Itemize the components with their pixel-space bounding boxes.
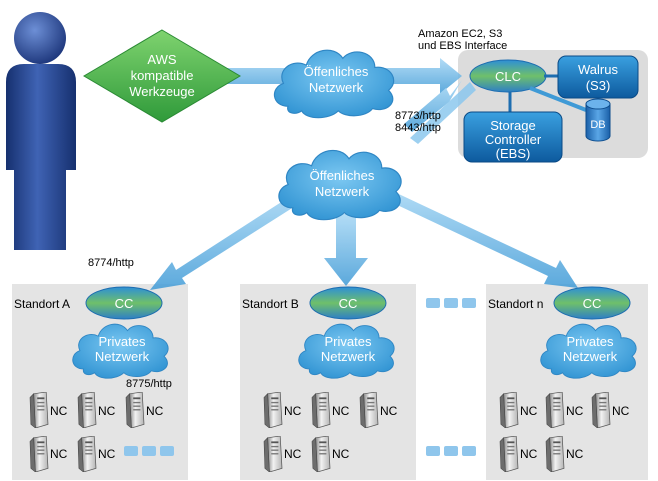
arrow-clc-shaft [410, 82, 476, 144]
site-b-label: Standort B [242, 297, 299, 311]
site-separator-dots-top [426, 298, 476, 308]
aws-tools-line3: Werkzeuge [129, 84, 195, 99]
interface-label-line2: und EBS Interface [418, 40, 507, 52]
nc-label: NC [332, 404, 350, 418]
arrow-clc-to-public-network [404, 80, 462, 132]
nc-label: NC [50, 447, 68, 461]
aws-tools-line2: kompatible [131, 68, 194, 83]
site-a-private-2: Netzwerk [95, 349, 150, 364]
ellipsis-dot [160, 446, 174, 456]
storage-line3: (EBS) [496, 146, 531, 161]
site-b-cc: CC [339, 296, 358, 311]
nc-label: NC [566, 447, 584, 461]
clc-label: CLC [495, 69, 521, 84]
storage-controller-node: Storage Controller (EBS) [463, 111, 563, 163]
nc-label: NC [612, 404, 630, 418]
clc-db-link [529, 86, 587, 112]
public-network-top: Öffenliches Netzwerk [273, 49, 395, 119]
site-n-private-1: Privates [567, 334, 614, 349]
ellipsis-dot [124, 446, 138, 456]
nc-label: NC [520, 447, 538, 461]
arrows [150, 58, 578, 290]
site-separator-dots-bottom [426, 446, 476, 456]
port-clc-1: 8773/http [395, 110, 441, 122]
aws-tools-line1: AWS [147, 52, 176, 67]
nc-label: NC [50, 404, 68, 418]
site-a: Standort A CC Privates Netzwerk NC NC NC… [14, 286, 174, 472]
nc-label: NC [284, 447, 302, 461]
nc-label: NC [520, 404, 538, 418]
site-a-private-1: Privates [99, 334, 146, 349]
arrow-to-site-n [378, 188, 578, 288]
clc-node: CLC [469, 59, 547, 93]
public-network-mid-line2: Netzwerk [315, 184, 370, 199]
port-cc: 8774/http [88, 257, 134, 269]
site-n-private-2: Netzwerk [563, 349, 618, 364]
arrow-to-site-b [324, 214, 368, 286]
site-b: Standort B CC Privates Netzwerk NC NC NC… [242, 286, 398, 472]
site-a-cc: CC [115, 296, 134, 311]
walrus-line2: (S3) [586, 78, 611, 93]
site-n-nc-row-2: NC NC [499, 436, 584, 472]
site-n-label: Standort n [488, 297, 543, 311]
public-network-top-line1: Öffenliches [304, 64, 369, 79]
nc-label: NC [380, 404, 398, 418]
site-a-nc-row-2: NC NC [29, 436, 174, 472]
walrus-line1: Walrus [578, 62, 618, 77]
db-icon: DB [585, 98, 611, 142]
arrow-to-site-a [150, 190, 308, 290]
ellipsis-dot [142, 446, 156, 456]
aws-tools-node: AWS kompatible Werkzeuge [83, 29, 241, 123]
public-network-mid: Öffenliches Netzwerk [278, 149, 402, 221]
nc-label: NC [566, 404, 584, 418]
nc-label: NC [146, 404, 164, 418]
site-a-nc-row-1: NC NC NC [29, 392, 164, 428]
public-network-mid-line1: Öffenliches [310, 168, 375, 183]
db-label: DB [590, 119, 605, 131]
public-network-top-line2: Netzwerk [309, 80, 364, 95]
site-a-label: Standort A [14, 297, 70, 311]
site-n-nc-row-1: NC NC NC [499, 392, 630, 428]
user-icon [6, 12, 76, 250]
port-clc-2: 8443/http [395, 122, 441, 134]
nc-label: NC [332, 447, 350, 461]
site-b-private-1: Privates [325, 334, 372, 349]
site-b-nc-row-2: NC NC [263, 436, 350, 472]
nc-label: NC [284, 404, 302, 418]
site-n-cc: CC [583, 296, 602, 311]
nc-label: NC [98, 404, 116, 418]
walrus-node: Walrus (S3) [557, 55, 639, 99]
site-b-private-2: Netzwerk [321, 349, 376, 364]
port-nc: 8775/http [126, 378, 172, 390]
storage-line2: Controller [485, 132, 542, 147]
interface-label-line1: Amazon EC2, S3 [418, 28, 502, 40]
storage-line1: Storage [490, 118, 536, 133]
nc-label: NC [98, 447, 116, 461]
site-n: Standort n CC Privates Netzwerk NC NC NC… [488, 286, 637, 472]
site-b-nc-row-1: NC NC NC [263, 392, 398, 428]
